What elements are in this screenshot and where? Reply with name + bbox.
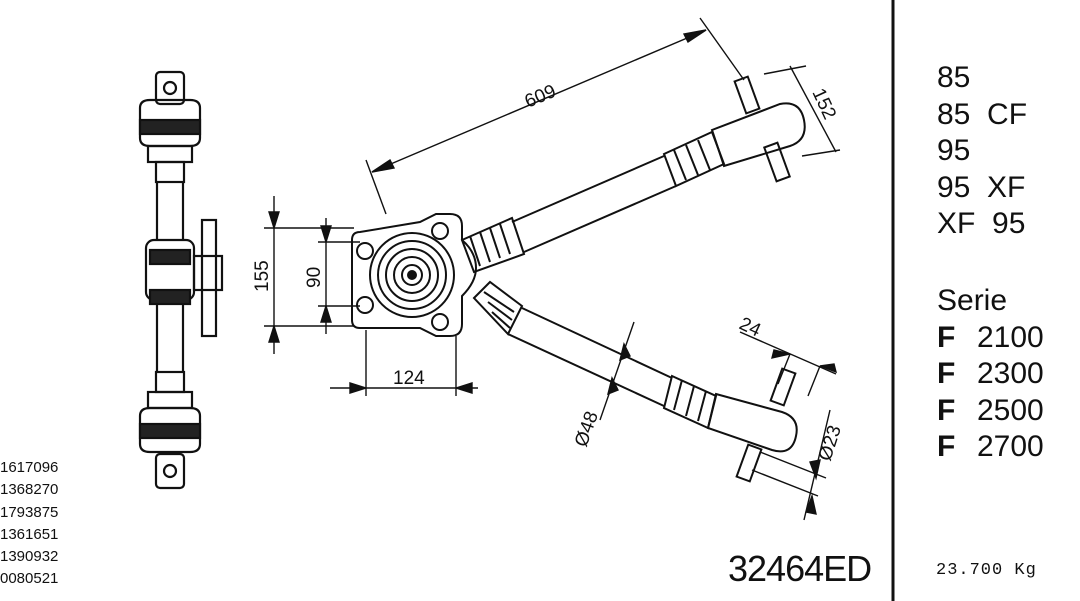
- reference-number: 1361651: [0, 525, 59, 543]
- dim-pin-diameter: Ø23: [815, 423, 846, 464]
- model-item: XF 95: [937, 207, 1026, 240]
- dim-base-width: 124: [393, 368, 425, 389]
- dim-tube-diameter: Ø48: [571, 409, 603, 450]
- dim-end-width: 152: [807, 85, 839, 123]
- serie-prefix: F: [937, 320, 956, 354]
- reference-number: 1617096: [0, 459, 59, 476]
- dim-height-outer: 155: [252, 260, 273, 292]
- serie-item: F 2300: [937, 356, 1044, 393]
- serie-list: Serie F 2100 F 2300 F 2500 F 2700: [937, 283, 1044, 466]
- lower-arm: [472, 280, 798, 483]
- model-item: 95: [937, 134, 971, 167]
- dimension-lines: [264, 17, 841, 521]
- reference-number: 1390932: [0, 548, 59, 566]
- serie-value: 2500: [977, 393, 1044, 427]
- reference-number: 0080521: [0, 570, 59, 588]
- model-item: 85 CF: [937, 97, 1028, 131]
- serie-value: 2300: [977, 357, 1044, 390]
- model-list: 85 85 CF 95 95 XF XF 95: [937, 60, 1027, 243]
- reference-number: 1793875: [0, 503, 59, 521]
- serie-item: F 2700: [937, 429, 1044, 466]
- dim-offset: 24: [736, 313, 764, 341]
- model-item: 95 XF: [937, 170, 1026, 204]
- central-housing: [351, 213, 478, 337]
- serie-item: F 2100: [937, 320, 1044, 357]
- reference-number-list: 1617096 1368270 1793875 1361651 1390932 …: [0, 457, 58, 591]
- serie-prefix: F: [937, 357, 956, 390]
- serie-prefix: F: [937, 430, 956, 463]
- reference-number: 1368270: [0, 481, 59, 499]
- model-item: 85: [937, 61, 971, 94]
- serie-value: 2100: [977, 320, 1044, 354]
- serie-item: F 2500: [937, 393, 1044, 430]
- upper-arm: [460, 75, 806, 274]
- side-view: [138, 70, 224, 490]
- part-number: 32464ED: [728, 548, 872, 589]
- dim-length: 609: [522, 81, 559, 113]
- serie-value: 2700: [977, 430, 1044, 463]
- serie-prefix: F: [937, 393, 956, 427]
- dim-height-inner: 90: [304, 267, 325, 288]
- weight-label: 23.700 Kg: [936, 561, 1037, 580]
- serie-heading: Serie: [937, 284, 1008, 317]
